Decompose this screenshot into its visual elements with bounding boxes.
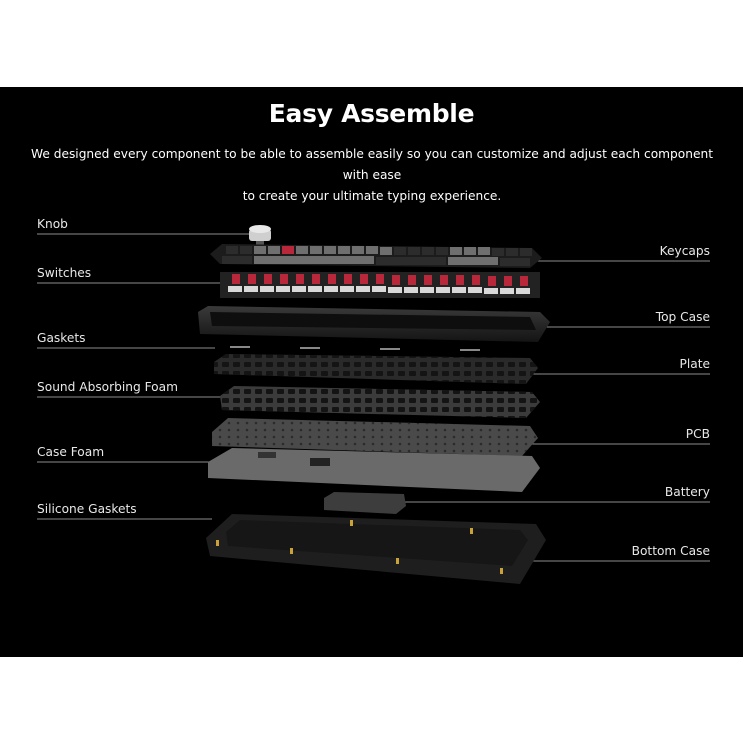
sound-foam-part [220,386,540,418]
subtitle-line-2: to create your ultimate typing experienc… [242,189,502,203]
pcb-part [212,418,538,456]
label-case-foam: Case Foam [37,445,105,459]
label-bottom-case: Bottom Case [631,544,710,558]
battery-part [324,492,406,514]
keycaps-part [210,244,542,268]
label-silicone-gaskets: Silicone Gaskets [37,502,137,516]
case-foam-part [208,448,540,492]
label-sound-absorbing-foam: Sound Absorbing Foam [37,380,178,394]
bottom-case-part [206,514,546,584]
label-battery: Battery [664,485,710,499]
top-case-part [198,306,550,342]
gaskets-part [230,346,480,351]
label-top-case: Top Case [655,310,710,324]
page-title: Easy Assemble [268,99,475,128]
plate-part [214,354,538,384]
switches-part [220,272,540,298]
leader-lines-right [405,260,710,562]
label-gaskets: Gaskets [37,331,86,345]
label-pcb: PCB [685,427,710,441]
knob-part [249,225,271,247]
leader-lines-left [37,233,250,520]
subtitle-line-1: We designed every component to be able t… [31,147,713,182]
label-switches: Switches [37,266,92,280]
label-plate: Plate [679,357,710,371]
label-keycaps: Keycaps [659,244,710,258]
label-knob: Knob [37,217,68,231]
page-subtitle: We designed every component to be able t… [22,144,722,207]
